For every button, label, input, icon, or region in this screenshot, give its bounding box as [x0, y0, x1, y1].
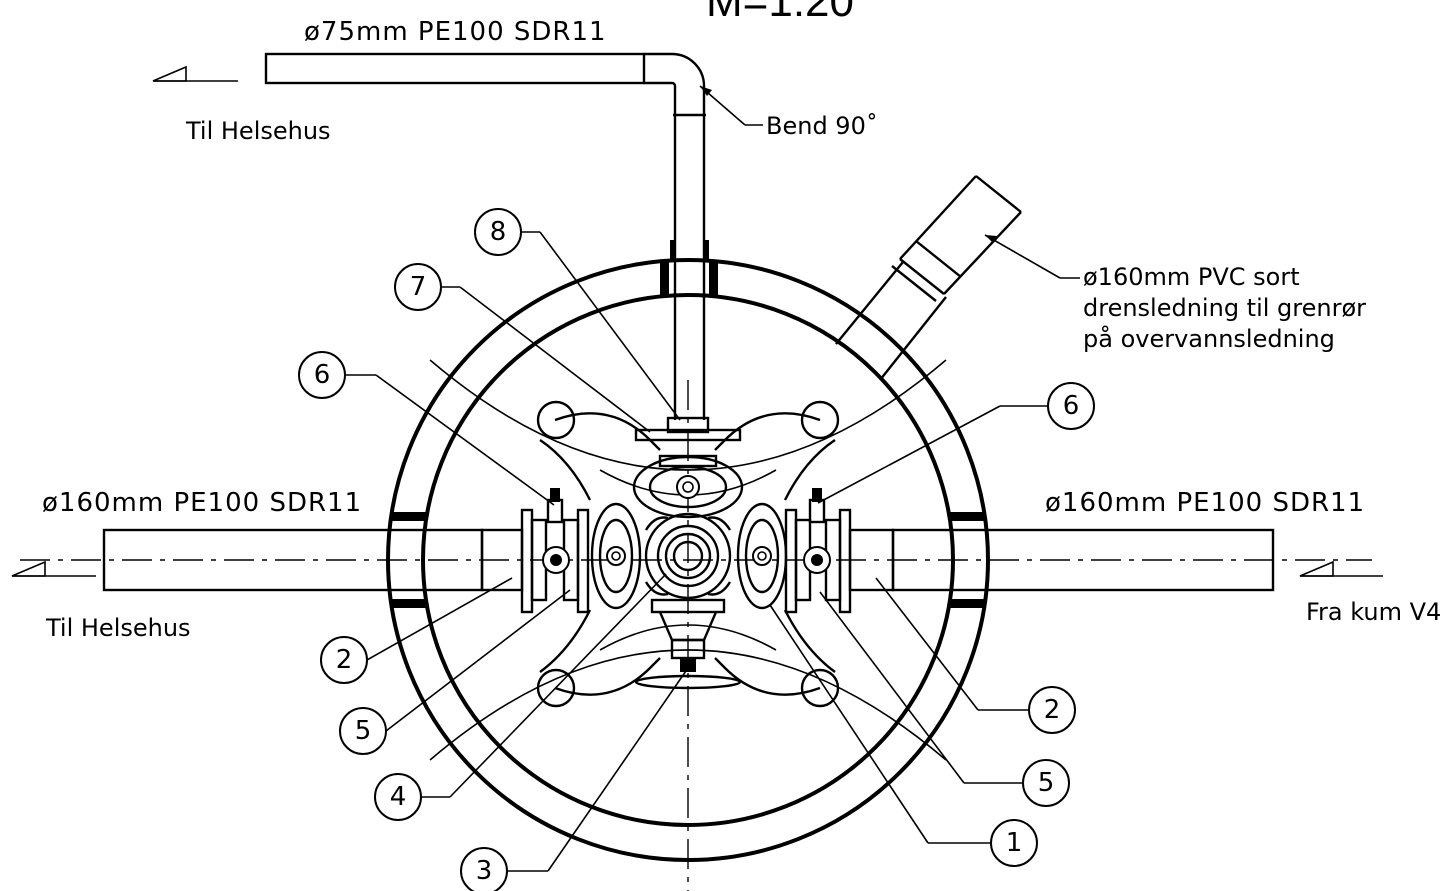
callout-number: 5	[355, 716, 372, 746]
callout-number: 3	[476, 856, 493, 886]
callout-2-left: 2	[320, 636, 368, 684]
callout-1: 1	[990, 819, 1038, 867]
callout-number: 7	[410, 272, 427, 302]
callout-7: 7	[394, 263, 442, 311]
flow-arrow-left	[11, 560, 96, 577]
right-source-label: Fra kum V4	[1306, 598, 1441, 626]
callout-number: 1	[1006, 828, 1023, 858]
right-gate-valve	[803, 488, 831, 574]
right-pipe-label: ø160mm PE100 SDR11	[1045, 488, 1365, 518]
left-gate-valve	[542, 488, 570, 574]
bend-leader	[699, 85, 763, 126]
support-frame	[429, 359, 947, 761]
callout-8: 8	[474, 208, 522, 256]
left-pipe-label: ø160mm PE100 SDR11	[42, 488, 362, 518]
top-destination-label: Til Helsehus	[185, 117, 331, 145]
central-fittings	[590, 416, 788, 690]
drain-label-line3: på overvannsledning	[1083, 324, 1335, 353]
wall-penetration-top	[660, 260, 718, 296]
flow-arrow-right	[1299, 560, 1383, 577]
drain-label-line2: drensledning til grenrør	[1083, 294, 1366, 322]
callout-5-right: 5	[1022, 759, 1070, 807]
callout-3: 3	[460, 847, 508, 891]
bend-label: Bend 90˚	[766, 112, 878, 140]
right-pipe-160mm	[784, 508, 1275, 614]
callout-6-left: 6	[298, 351, 346, 399]
callout-6-right: 6	[1047, 382, 1095, 430]
callout-4: 4	[374, 773, 422, 821]
callout-number: 4	[390, 782, 407, 812]
callout-number: 5	[1038, 768, 1055, 798]
callout-number: 6	[1063, 391, 1080, 421]
scale-title: M=1:20	[706, 0, 854, 26]
callout-5-left: 5	[339, 707, 387, 755]
top-pipe-75mm	[264, 52, 709, 420]
top-pipe-label: ø75mm PE100 SDR11	[304, 17, 607, 47]
flow-arrow-top	[152, 65, 238, 82]
callout-2-right: 2	[1028, 686, 1076, 734]
callout-number: 2	[336, 645, 353, 675]
callout-leaders	[345, 231, 1048, 872]
drain-leader	[984, 234, 1080, 279]
callout-number: 2	[1044, 695, 1061, 725]
left-pipe-160mm	[102, 508, 590, 614]
left-destination-label: Til Helsehus	[45, 614, 191, 642]
drain-pipe-160mm-pvc	[835, 175, 1022, 381]
callout-number: 6	[314, 360, 331, 390]
callout-number: 8	[490, 217, 507, 247]
drain-label-line1: ø160mm PVC sort	[1083, 263, 1300, 291]
